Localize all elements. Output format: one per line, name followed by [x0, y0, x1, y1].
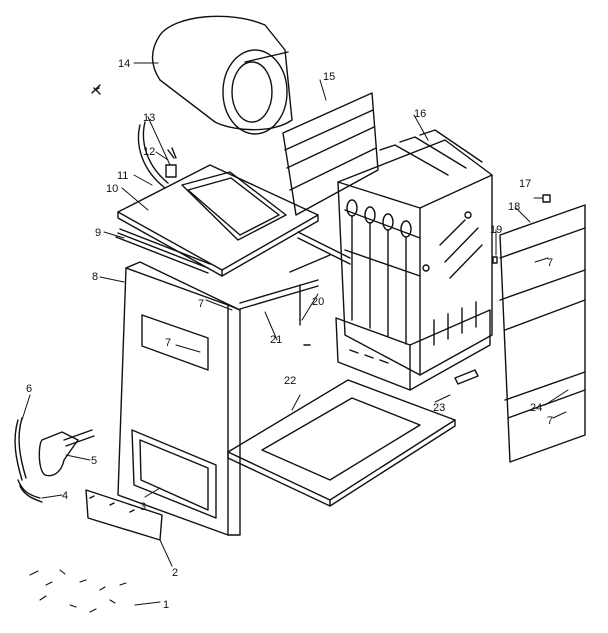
callout-23: 23: [433, 402, 445, 414]
callout-13: 13: [143, 112, 155, 124]
burner-orifice: [454, 369, 479, 385]
callout-11: 11: [117, 170, 128, 182]
back-panel: [282, 92, 379, 216]
callout-15: 15: [323, 71, 335, 83]
limit-switch-parts: [137, 121, 177, 189]
callout-10: 10: [106, 183, 118, 195]
screw-top-left: [91, 84, 101, 95]
wire-harness: [14, 417, 27, 481]
callout-6: 6: [26, 383, 32, 395]
bottom-panel: [227, 379, 456, 507]
screw-19: [492, 256, 498, 264]
heat-exchanger: [335, 129, 493, 391]
filter-rail: [115, 228, 211, 274]
manifold-bar: [239, 279, 319, 346]
callout-2: 2: [172, 567, 178, 579]
callout-labels: 1 2 3 4 5 6 7 7 7 7 8 9 10 11 12 13 14 1…: [26, 58, 553, 611]
leader-lines: [21, 62, 569, 606]
top-panel: [117, 164, 319, 277]
callout-16: 16: [414, 108, 426, 120]
callout-3: 3: [140, 501, 146, 513]
callout-19: 19: [490, 224, 502, 236]
callout-9: 9: [95, 227, 101, 239]
wire-bundle: [17, 479, 43, 503]
callout-7-side: 7: [547, 257, 553, 269]
callout-24: 24: [530, 402, 542, 414]
callout-1: 1: [163, 599, 169, 611]
callout-12: 12: [143, 146, 155, 158]
front-panel: [117, 261, 241, 536]
gas-valve: [38, 429, 95, 477]
callout-7-lower: 7: [547, 415, 553, 427]
callout-5: 5: [91, 455, 97, 467]
bolt-17: [542, 194, 551, 203]
callout-8: 8: [92, 271, 98, 283]
callout-4: 4: [62, 490, 68, 502]
hardware-scatter: [29, 569, 127, 613]
callout-14: 14: [118, 58, 130, 70]
blower-housing: [151, 15, 293, 135]
callout-22: 22: [284, 375, 296, 387]
callout-18: 18: [508, 201, 520, 213]
callout-7-top: 7: [198, 298, 204, 310]
callout-7-front: 7: [165, 337, 171, 349]
side-panel: [499, 204, 586, 463]
callout-20: 20: [312, 296, 324, 308]
callout-17: 17: [519, 178, 531, 190]
callout-21: 21: [270, 334, 282, 346]
